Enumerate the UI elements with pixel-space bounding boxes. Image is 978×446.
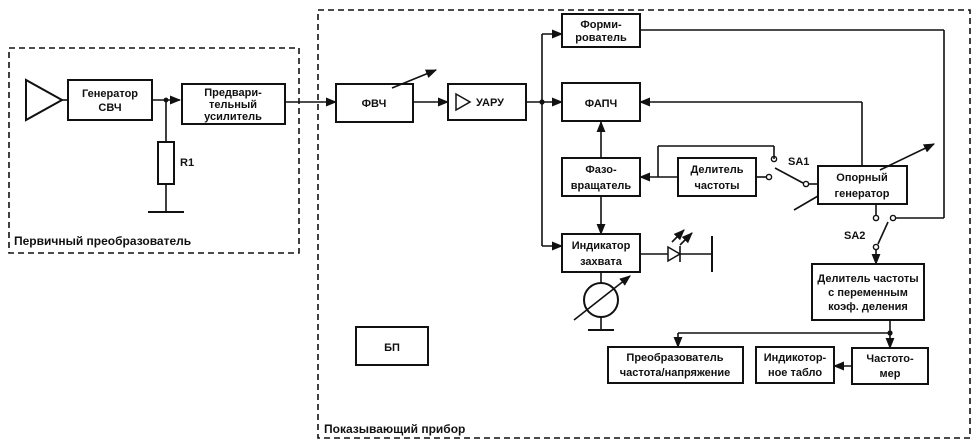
primary-converter-frame: [8, 47, 300, 254]
var-divider-label-2: с переменным: [828, 287, 908, 299]
lock-indicator-block: [561, 233, 641, 273]
reference-label-2: генератор: [835, 188, 890, 200]
primary-converter-label: Первичный преобразователь: [14, 234, 191, 248]
agc-label: УАРУ: [476, 97, 504, 109]
converter-label-2: частота/напряжение: [620, 367, 731, 379]
var-divider-label-3: коэф. деления: [828, 301, 908, 313]
indicating-device-frame: [317, 9, 971, 439]
led-icon: [667, 245, 682, 263]
phase-shifter-block: [561, 157, 641, 197]
converter-label-1: Преобразователь: [626, 352, 723, 364]
resistor-r1: [157, 141, 175, 185]
variable-divider-block: [811, 263, 925, 321]
generator-label-2: СВЧ: [98, 102, 121, 114]
meter-icon: [583, 282, 619, 318]
display-label-1: Индикотор-: [764, 352, 827, 364]
indicating-device-label: Показывающий прибор: [324, 422, 465, 436]
power-supply-block: [355, 326, 429, 366]
freq-meter-label-1: Частото-: [866, 353, 914, 365]
generator-label-1: Генератор: [82, 88, 138, 100]
preamp-block: [181, 83, 286, 125]
generator-block: [67, 79, 153, 121]
reference-generator-block: [817, 165, 908, 205]
divider-label-1: Делитель: [690, 164, 743, 176]
pll-label: ФАПЧ: [585, 98, 618, 110]
display-label-2: ное табло: [768, 367, 822, 379]
lock-indicator-label-1: Индикатор: [572, 240, 631, 252]
switch-sa2: [877, 221, 889, 245]
var-divider-label-1: Делитель частоты: [817, 273, 918, 285]
psu-label: БП: [384, 342, 400, 354]
pll-block: [561, 82, 641, 122]
hpf-block: [335, 83, 414, 123]
phase-shifter-label-2: вращатель: [571, 180, 632, 192]
switch-sa1: [774, 167, 804, 184]
reference-label-1: Опорный: [836, 172, 887, 184]
sa2-label: SA2: [844, 230, 865, 242]
lock-indicator-label-2: захвата: [580, 256, 623, 268]
preamp-label-3: усилитель: [204, 111, 262, 123]
divider-label-2: частоты: [694, 180, 739, 192]
phase-shifter-label-1: Фазо-: [585, 164, 617, 176]
preamp-label-2: тельный: [209, 99, 257, 111]
former-block: [561, 13, 641, 48]
preamp-label-1: Предвари-: [204, 87, 262, 99]
converter-block: [607, 346, 744, 384]
hpf-label: ФВЧ: [362, 98, 387, 110]
r1-label: R1: [180, 157, 194, 169]
former-label-2: рователь: [575, 32, 627, 44]
display-block: [755, 346, 835, 384]
former-label-1: Форми-: [580, 19, 622, 31]
freq-meter-label-2: мер: [880, 368, 901, 380]
sa1-label: SA1: [788, 156, 809, 168]
amplifier-icon: [455, 92, 472, 112]
antenna-icon: [25, 78, 65, 122]
